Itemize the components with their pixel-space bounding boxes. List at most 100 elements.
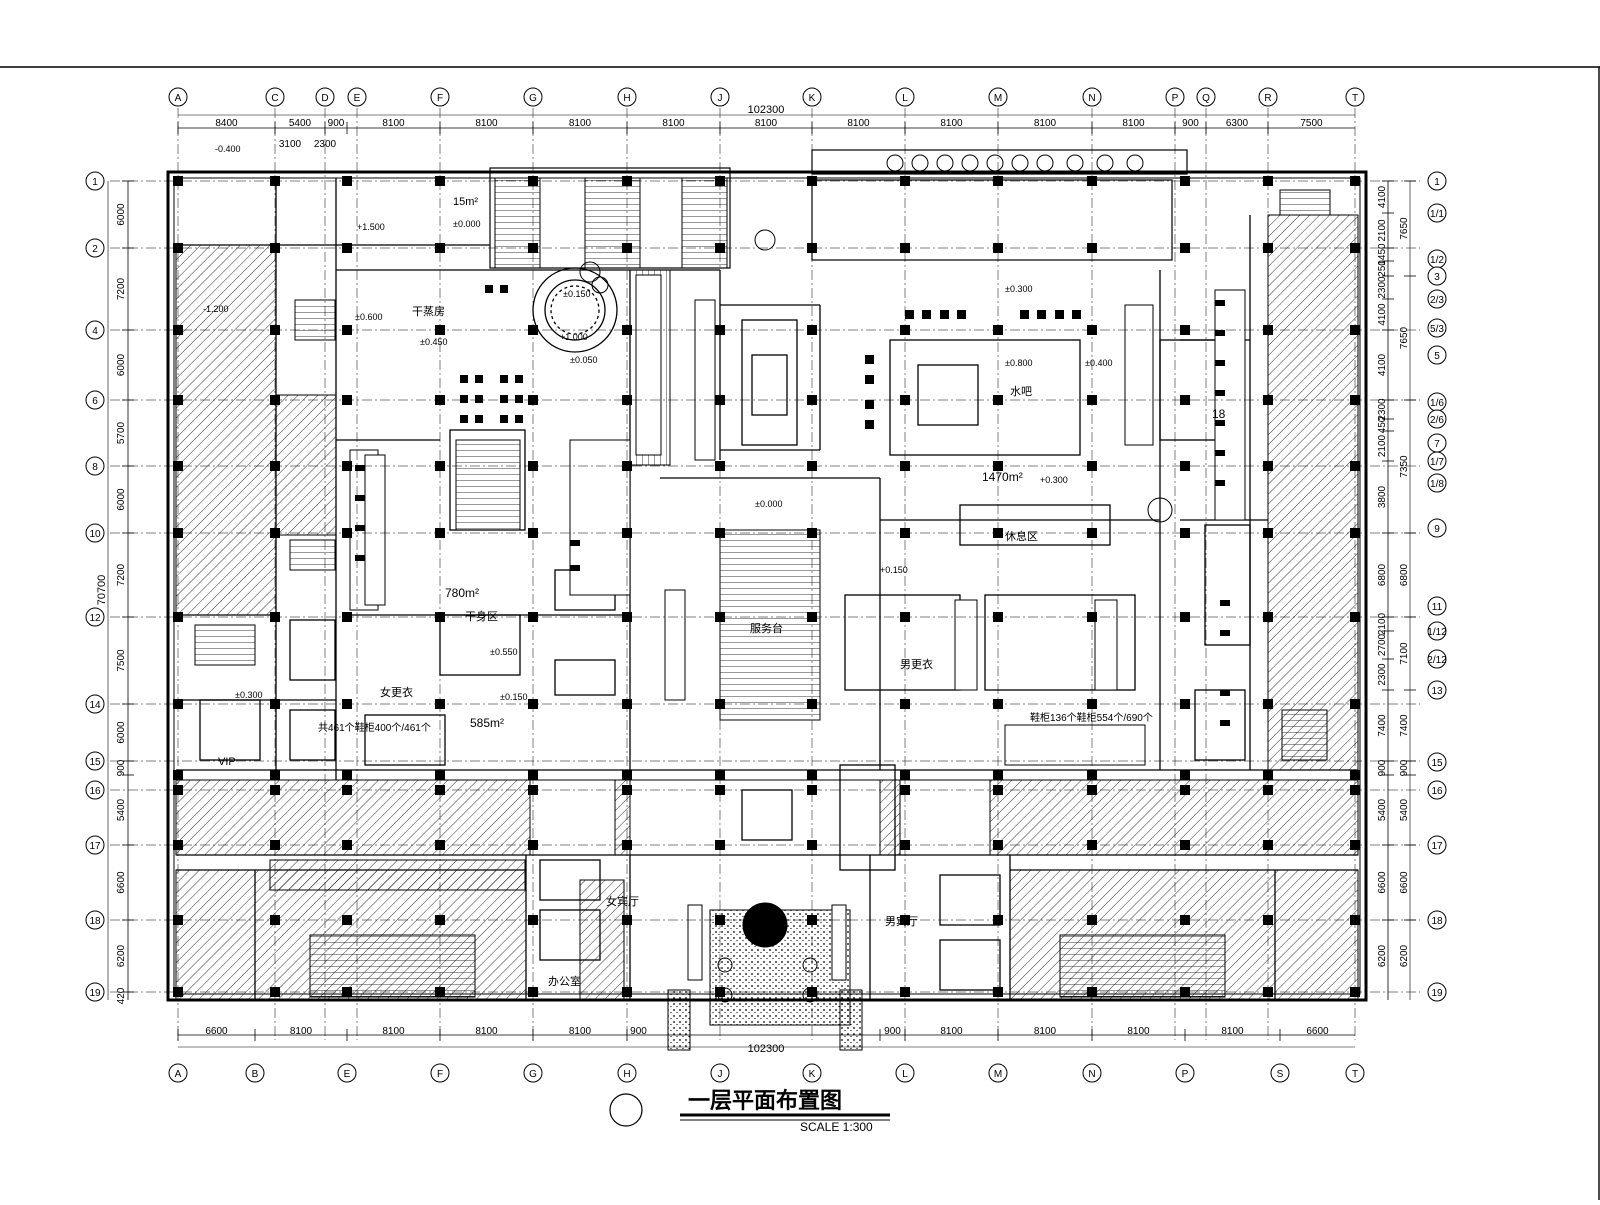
- axis-circle: [85, 607, 105, 627]
- structural-column: [622, 325, 632, 335]
- structural-column: [1087, 915, 1097, 925]
- structural-column: [715, 840, 725, 850]
- dimension-label: 4100: [1377, 303, 1388, 326]
- axis-bubble: 1/1: [1427, 203, 1447, 223]
- axis-bubble: 16: [1427, 780, 1447, 800]
- axis-bubble: 10: [85, 523, 105, 543]
- axis-label: E: [344, 1069, 351, 1080]
- axis-circle: [802, 87, 822, 107]
- seating: [355, 285, 1230, 726]
- axis-bubble: N: [1082, 1063, 1102, 1083]
- axis-bubble: 1/12: [1427, 621, 1447, 641]
- dimension-label: 4100: [1377, 353, 1388, 376]
- structural-column: [622, 612, 632, 622]
- dimension-label: 6600: [205, 1026, 228, 1037]
- axis-circle: [1175, 1063, 1195, 1083]
- structural-column: [528, 785, 538, 795]
- axis-circle: [1427, 451, 1447, 471]
- dimension-label: 8100: [1127, 1026, 1150, 1037]
- structural-column: [807, 528, 817, 538]
- structural-column: [270, 785, 280, 795]
- structural-column: [715, 915, 725, 925]
- axis-label: 1/6: [1430, 398, 1444, 409]
- structural-column: [435, 987, 445, 997]
- structural-column: [715, 987, 725, 997]
- room-label: 男更衣: [900, 657, 933, 671]
- axis-label: K: [809, 93, 816, 104]
- axis-circle: [168, 87, 188, 107]
- axis-label: 1/1: [1430, 209, 1444, 220]
- structural-column: [173, 699, 183, 709]
- structural-column: [715, 770, 725, 780]
- axis-label: 10: [89, 529, 101, 540]
- structural-column: [993, 840, 1003, 850]
- axis-bubble: R: [1258, 87, 1278, 107]
- dimension-label: 6000: [116, 353, 127, 376]
- room-label: 18: [1212, 407, 1226, 421]
- structural-column: [1180, 325, 1190, 335]
- room-label: 女更衣: [380, 685, 413, 699]
- dimension-label: 4100: [1377, 185, 1388, 208]
- axis-bubble: 1: [85, 171, 105, 191]
- level-mark: ±0.150: [563, 289, 590, 299]
- dimension-label: 1450: [1377, 243, 1388, 266]
- dimension-label: 450: [1377, 416, 1388, 433]
- structural-column: [173, 243, 183, 253]
- axis-circle: [1258, 87, 1278, 107]
- dimension-label: 900: [884, 1026, 901, 1037]
- dimension-label: 2300: [1377, 398, 1388, 421]
- axis-label: 4: [92, 326, 98, 337]
- room-label: VIP: [218, 756, 236, 768]
- axis-bubble: G: [523, 87, 543, 107]
- axis-label: 11: [1432, 602, 1443, 613]
- axis-label: 8: [92, 462, 98, 473]
- structural-column: [993, 243, 1003, 253]
- structural-column: [993, 770, 1003, 780]
- structural-column: [807, 987, 817, 997]
- structural-column: [1180, 785, 1190, 795]
- dimension-label: 7650: [1399, 217, 1410, 240]
- structural-column: [342, 770, 352, 780]
- dimension-label: 8400: [215, 118, 238, 129]
- structural-column: [993, 785, 1003, 795]
- structural-column: [342, 243, 352, 253]
- dimension-label: 900: [1377, 759, 1388, 776]
- dimension-label: 6600: [1306, 1026, 1329, 1037]
- axis-bubble: 16: [85, 780, 105, 800]
- structural-column: [270, 612, 280, 622]
- structural-column: [528, 325, 538, 335]
- axis-label: L: [902, 93, 908, 104]
- axis-circle: [710, 87, 730, 107]
- structural-column: [622, 987, 632, 997]
- axis-circle: [617, 87, 637, 107]
- room-label: 1470m²: [982, 470, 1023, 484]
- dimension-label: 7650: [1399, 326, 1410, 349]
- axis-bubble: 17: [85, 835, 105, 855]
- structural-column: [528, 915, 538, 925]
- structural-column: [807, 770, 817, 780]
- structural-column: [622, 395, 632, 405]
- axis-label: 1/7: [1430, 457, 1444, 468]
- structural-column: [622, 528, 632, 538]
- axis-bubble: K: [802, 87, 822, 107]
- structural-column: [1263, 770, 1273, 780]
- dimension-label: 6600: [1399, 871, 1410, 894]
- dimension-label: 6300: [1226, 118, 1249, 129]
- axis-label: 2: [92, 244, 98, 255]
- structural-column: [1350, 915, 1360, 925]
- structural-column: [342, 176, 352, 186]
- dimension-label: 900: [630, 1026, 647, 1037]
- structural-column: [993, 325, 1003, 335]
- structural-column: [435, 176, 445, 186]
- axis-bubble: L: [895, 87, 915, 107]
- room-label: 干蒸房: [412, 305, 445, 318]
- structural-column: [1087, 243, 1097, 253]
- axis-bubble: 2/12: [1427, 649, 1447, 669]
- dimension-label: 5400: [1377, 798, 1388, 821]
- axis-circle: [802, 1063, 822, 1083]
- axis-label: C: [271, 93, 278, 104]
- structural-column: [270, 461, 280, 471]
- level-mark: ±0.600: [355, 312, 382, 322]
- structural-column: [993, 699, 1003, 709]
- axis-circle: [245, 1063, 265, 1083]
